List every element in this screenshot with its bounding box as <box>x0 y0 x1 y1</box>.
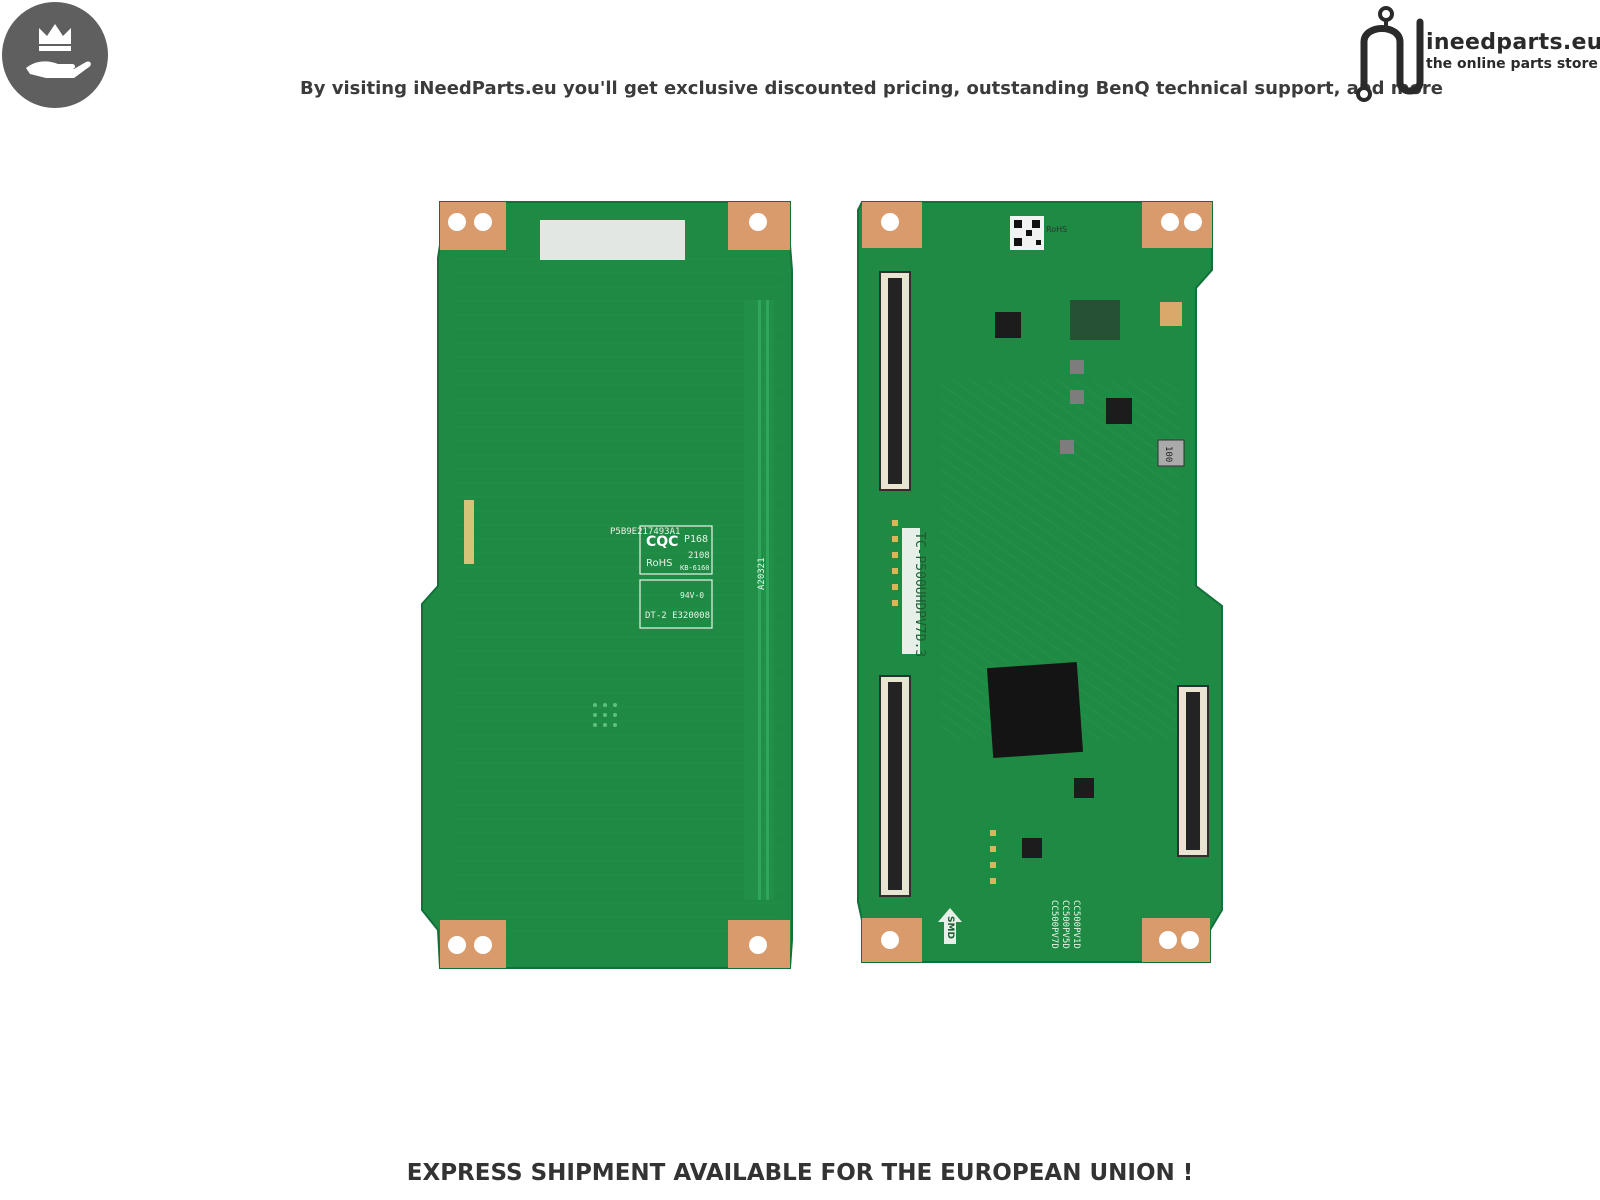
cqc-mark: CQC <box>646 534 678 550</box>
board-back <box>421 201 793 969</box>
board-model-label: TC-P500UHDPV7D.3 <box>912 532 927 657</box>
variant-code-2: CC500PV5D <box>1060 900 1070 949</box>
circuit-n-icon <box>1356 6 1424 102</box>
logo-subtitle: the online parts store <box>1426 56 1598 72</box>
edge-code: A20321 <box>757 557 767 590</box>
kb-code: KB-6160 <box>680 564 710 572</box>
ul-file: DT-2 E320008 <box>645 611 710 621</box>
inductor-label: 100 <box>1163 446 1173 462</box>
board-front <box>857 201 1223 963</box>
variant-code-1: CC500PV1D <box>1071 900 1081 949</box>
logo-name: ineedparts.eu <box>1426 30 1600 55</box>
back-board-code: P5B9E217493A1 <box>610 527 680 537</box>
variant-code-3: CC500PV7D <box>1049 900 1059 949</box>
ul-rating: 94V-0 <box>680 591 704 600</box>
back-rohs-mark: RoHS <box>646 558 672 569</box>
tagline: By visiting iNeedParts.eu you'll get exc… <box>300 78 1443 99</box>
crown-badge <box>2 2 108 108</box>
crown-hand-icon <box>26 24 91 78</box>
date-code: 2108 <box>688 551 710 561</box>
front-rohs-mark: RoHS <box>1046 225 1067 234</box>
smd-label: SMD <box>945 916 955 939</box>
cqc-code: P168 <box>684 534 708 545</box>
shipping-banner: EXPRESS SHIPMENT AVAILABLE FOR THE EUROP… <box>406 1160 1194 1186</box>
